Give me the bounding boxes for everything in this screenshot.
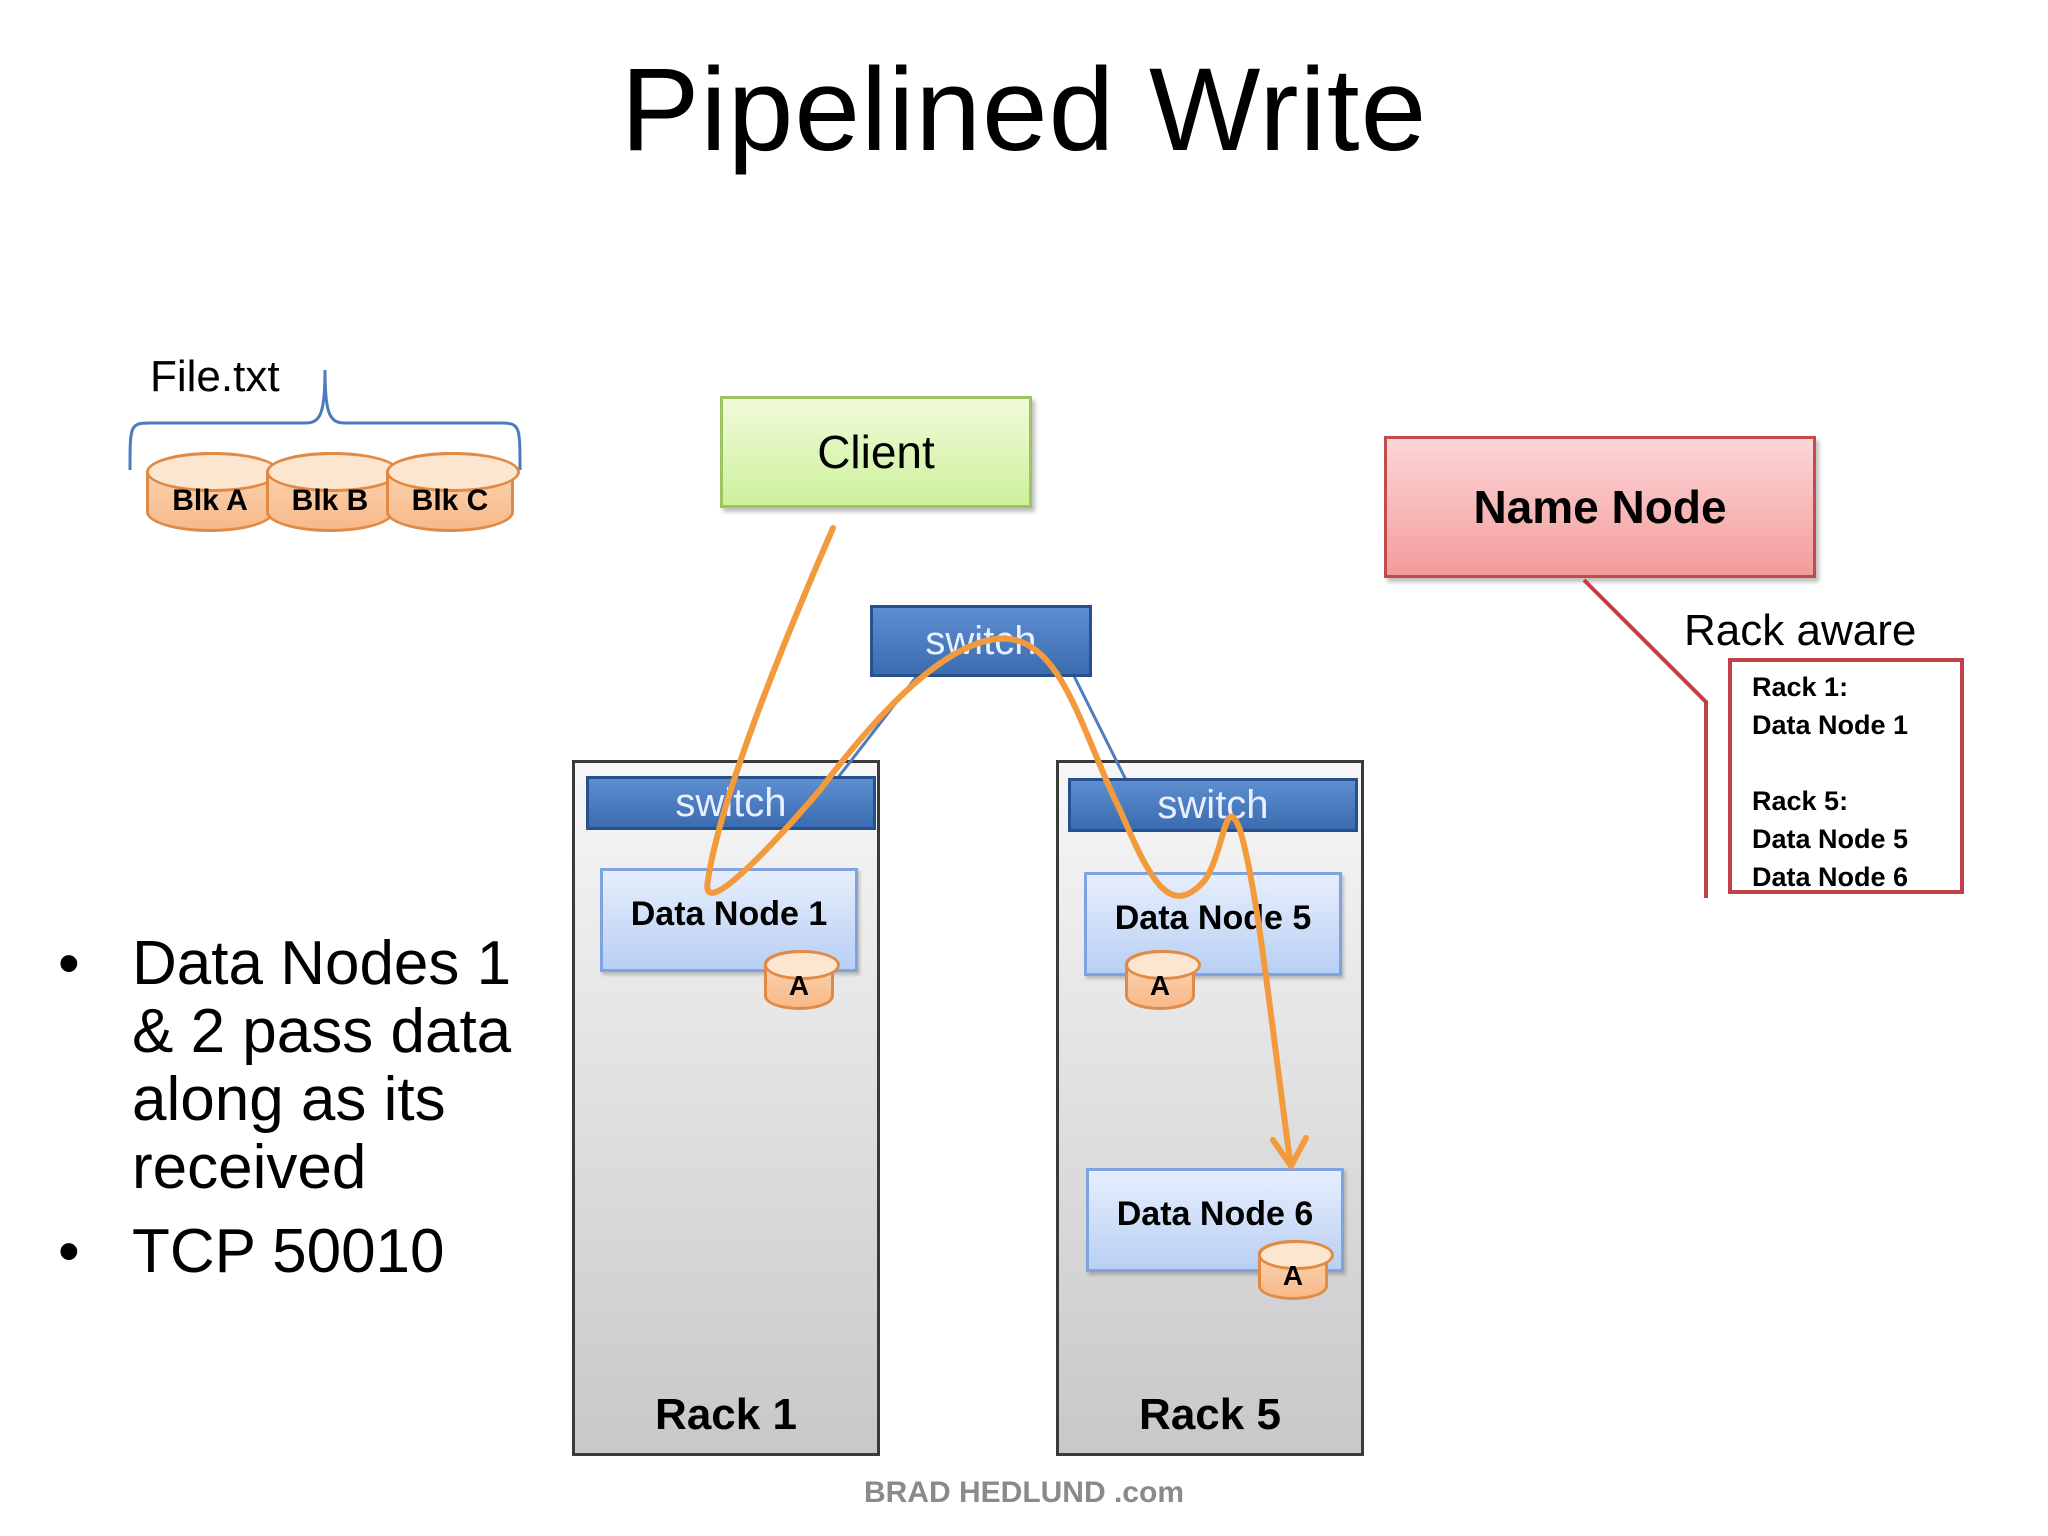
rack-5-label: Rack 5	[1139, 1390, 1281, 1439]
page-title: Pipelined Write	[620, 44, 1428, 176]
block-b: Blk B	[266, 452, 400, 532]
rack-1-label: Rack 1	[655, 1390, 797, 1439]
rack1-title: Rack 1:	[1752, 672, 1849, 702]
bullet-item: TCP 50010	[48, 1218, 568, 1287]
name-node-box: Name Node	[1384, 436, 1816, 578]
file-brace	[128, 369, 522, 471]
data-node-5: Data Node 5	[1084, 872, 1342, 976]
rack-5	[1056, 760, 1364, 1456]
rack1-node: Data Node 1	[1752, 710, 1909, 740]
replica-block-dn6: A	[1258, 1240, 1334, 1300]
data-node-6: Data Node 6	[1086, 1168, 1344, 1272]
replica-block-dn5: A	[1125, 950, 1201, 1010]
name-node-label: Name Node	[1473, 481, 1727, 533]
bullet-item: Data Nodes 1 & 2 pass data along as its …	[48, 930, 568, 1202]
rack5-switch: switch	[1068, 778, 1358, 832]
bullet-list: Data Nodes 1 & 2 pass data along as its …	[48, 930, 568, 1302]
block-c: Blk C	[386, 452, 520, 532]
rack5-node-a: Data Node 5	[1752, 824, 1909, 854]
block-a: Blk A	[146, 452, 280, 532]
file-name-label: File.txt	[150, 352, 280, 401]
rack1-switch: switch	[586, 776, 876, 830]
footer-credit: BRAD HEDLUND .com	[863, 1476, 1184, 1509]
rack-1	[572, 760, 880, 1456]
replica-block-dn1: A	[764, 950, 840, 1010]
client-label: Client	[817, 426, 935, 478]
rack5-title: Rack 5:	[1752, 786, 1849, 816]
rack5-node-b: Data Node 6	[1752, 862, 1909, 892]
rack-aware-label: Rack aware	[1684, 606, 1917, 655]
core-switch: switch	[870, 605, 1092, 677]
client-box: Client	[720, 396, 1032, 508]
rack-aware-table: Rack 1: Data Node 1 Rack 5: Data Node 5 …	[1728, 658, 1964, 894]
